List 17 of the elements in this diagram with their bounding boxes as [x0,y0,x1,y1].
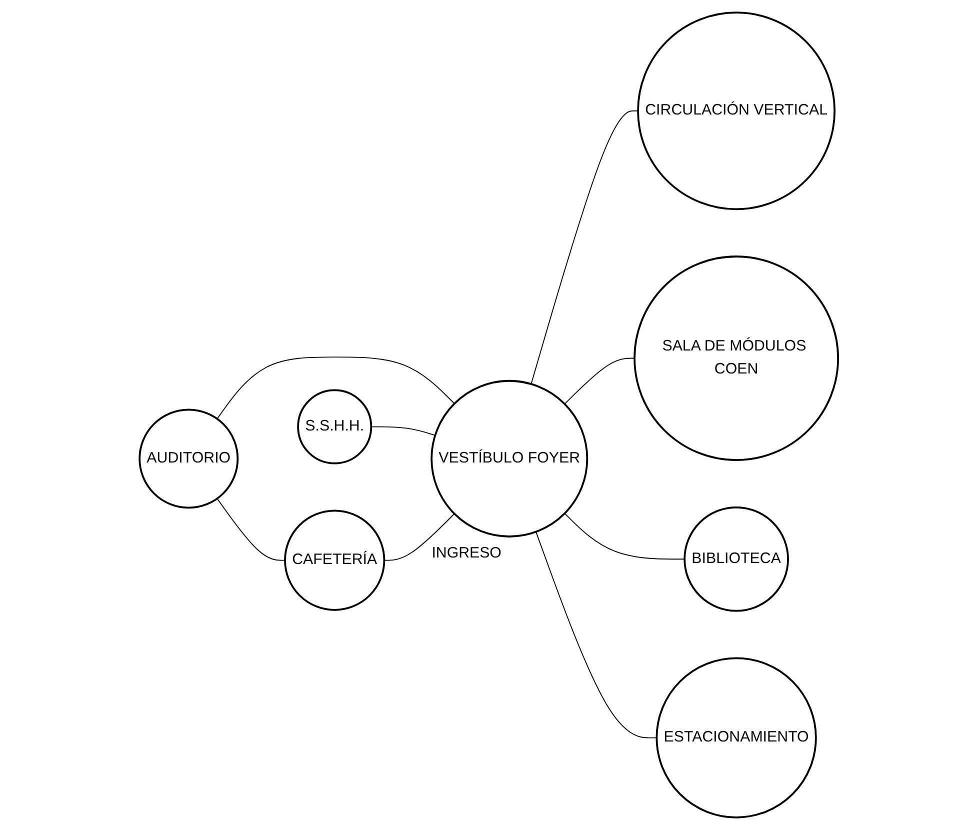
node-caption: INGRESO [431,544,502,562]
node-circle: ESTACIONAMIENTO [655,657,817,818]
node-circle: CAFETERÍA [284,510,385,611]
connector [216,498,286,561]
node-circle: AUDITORIO [138,408,238,509]
node-circle: S.S.H.H. [296,389,372,464]
node-circle: SALA DE MÓDULOS COEN [633,256,839,461]
node-circle: CIRCULACIÓN VERTICAL [636,12,836,210]
connector [564,512,685,560]
node-circle: VESTÍBULO FOYER [430,380,588,538]
connector [370,426,436,436]
node-circle: BIBLIOTECA [683,506,789,612]
connector [564,358,635,404]
connector [383,513,455,561]
connector [216,356,455,420]
connector [535,531,657,738]
connector [530,110,638,384]
